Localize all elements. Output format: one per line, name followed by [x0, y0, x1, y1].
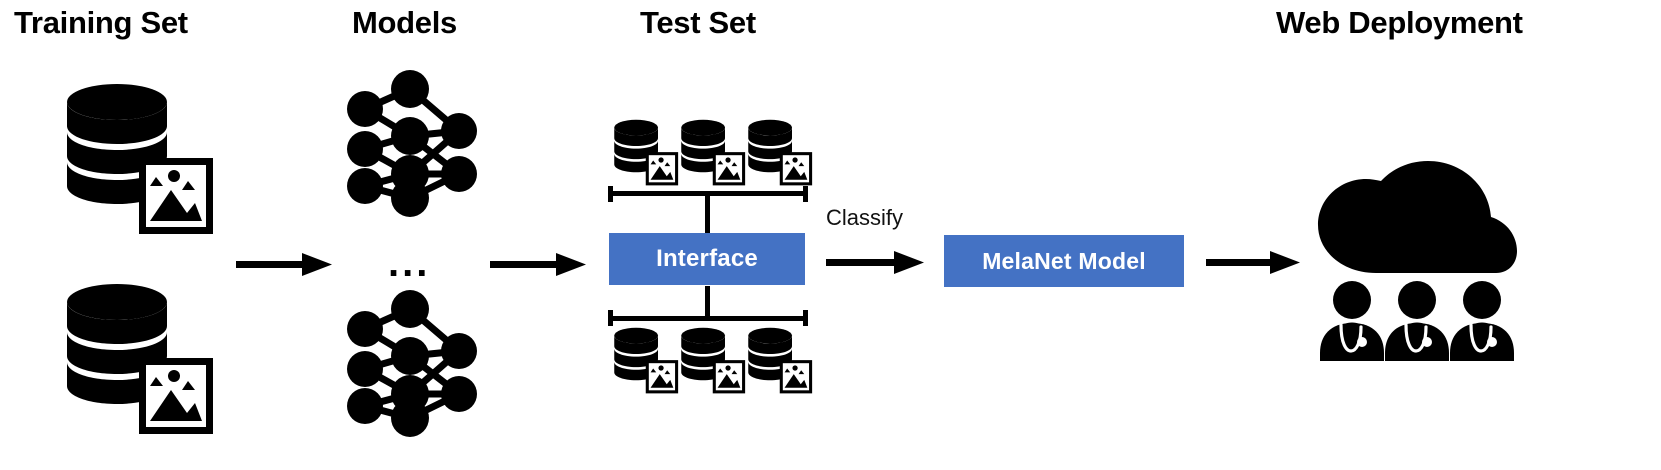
header-training-set: Training Set [14, 5, 188, 40]
arrow-model-to-cloud [1206, 251, 1300, 274]
database-with-image-icon [614, 327, 679, 394]
database-with-image-icon [681, 119, 746, 186]
arrow-interface-to-model [826, 251, 924, 274]
database-with-image-icon [614, 119, 679, 186]
header-test-set: Test Set [640, 5, 756, 40]
melanet-model-box[interactable]: MelaNet Model [944, 235, 1184, 287]
neural-network-icon [347, 70, 477, 217]
database-with-image-icon [67, 84, 213, 234]
database-with-image-icon [67, 284, 213, 434]
header-web-deployment: Web Deployment [1276, 5, 1523, 40]
database-with-image-icon [748, 119, 813, 186]
classify-label: Classify [826, 205, 904, 230]
models-ellipsis: ... [388, 241, 431, 285]
doctor-icon [1320, 281, 1384, 361]
arrow-training-to-models [236, 253, 332, 276]
interface-box-label: Interface [656, 245, 758, 272]
neural-network-icon [347, 290, 477, 437]
database-with-image-icon [748, 327, 813, 394]
interface-box[interactable]: Interface [609, 233, 805, 285]
doctor-icon [1385, 281, 1449, 361]
test-set-bracket [608, 186, 808, 326]
header-models: Models [352, 5, 457, 40]
database-with-image-icon [681, 327, 746, 394]
arrow-models-to-testset [490, 253, 586, 276]
melanet-model-label: MelaNet Model [982, 247, 1146, 274]
cloud-icon [1318, 161, 1517, 273]
doctor-icon [1450, 281, 1514, 361]
